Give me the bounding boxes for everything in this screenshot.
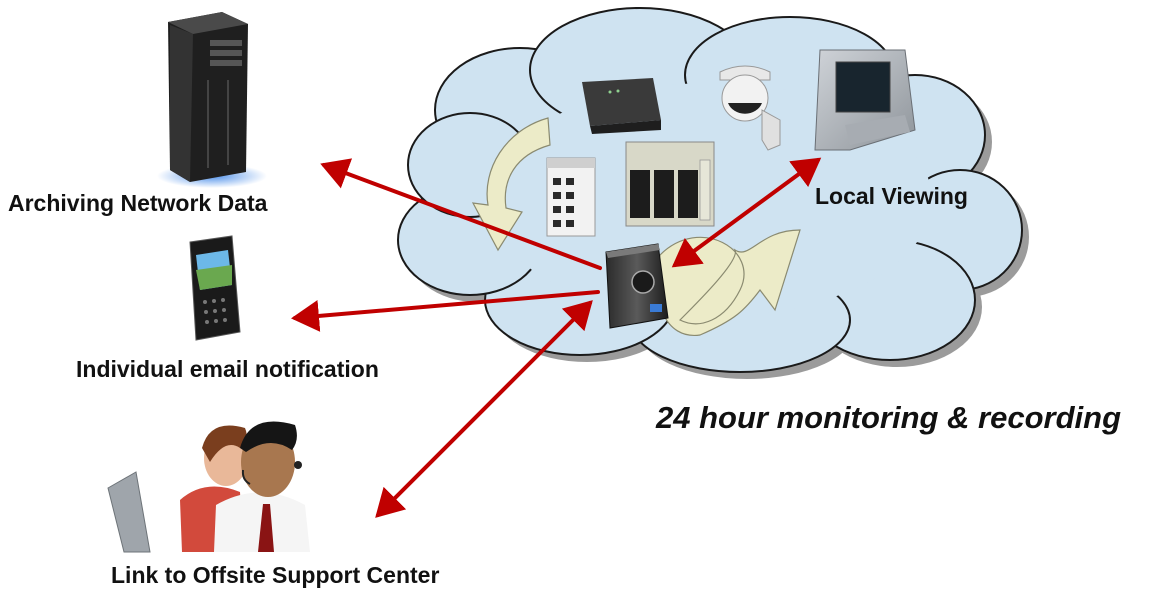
- arrow-offsite: [375, 300, 593, 518]
- support-agents-icon: [107, 421, 310, 553]
- kiosk-terminal-icon: [814, 49, 916, 151]
- local-viewing-label: Local Viewing: [815, 183, 968, 209]
- email-notification-label: Individual email notification: [76, 356, 379, 382]
- server-tower-icon: [157, 12, 267, 188]
- ptz-camera-icon: [719, 65, 781, 151]
- offsite-support-label: Link to Offsite Support Center: [111, 562, 440, 588]
- router-icon: [582, 78, 661, 134]
- arrow-local-viewing: [671, 157, 822, 268]
- arrow-archiving: [320, 158, 602, 270]
- network-switch-icon: [546, 157, 596, 237]
- power-rack-icon: [625, 141, 715, 227]
- archiving-label: Archiving Network Data: [8, 190, 268, 216]
- monitoring-caption: 24 hour monitoring & recording: [656, 400, 1122, 435]
- smartphone-icon: [189, 235, 241, 341]
- recorder-device-icon: [605, 243, 669, 329]
